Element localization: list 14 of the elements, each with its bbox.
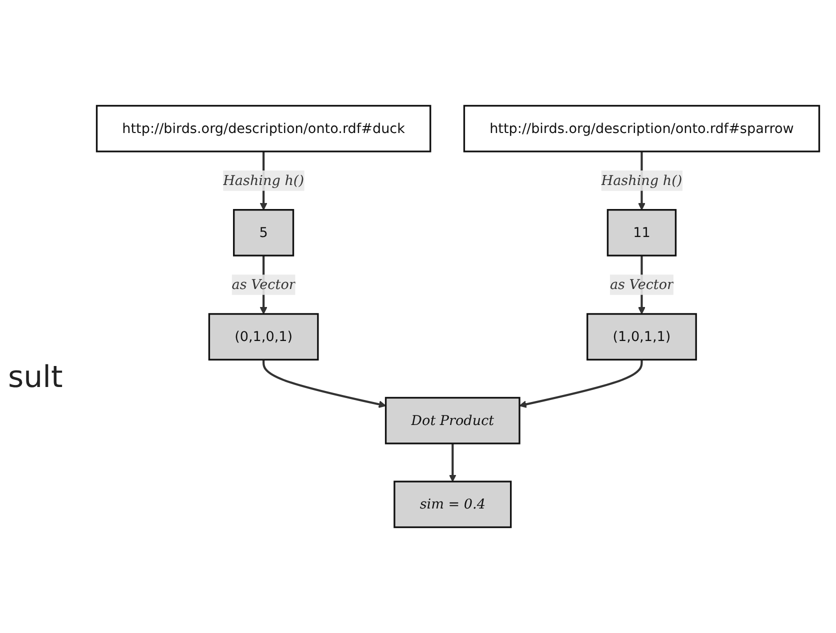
node-box: sim = 0.4	[394, 480, 512, 528]
arrow	[448, 443, 456, 482]
node-box: (1,0,1,1)	[586, 313, 697, 361]
arrow	[262, 360, 386, 408]
node-box: http://birds.org/description/onto.rdf#sparrow	[463, 104, 820, 152]
arrow	[519, 360, 643, 408]
node-box: 11	[606, 209, 677, 256]
node-box: 5	[233, 209, 294, 256]
node-box: http://birds.org/description/onto.rdf#duck	[96, 104, 432, 152]
edge-label: Hashing h()	[601, 172, 682, 188]
edge-label: Hashing h()	[223, 172, 304, 188]
node-box: (0,1,0,1)	[208, 313, 319, 361]
node-box: Dot Product	[384, 396, 520, 444]
note-text: sult	[8, 360, 63, 395]
